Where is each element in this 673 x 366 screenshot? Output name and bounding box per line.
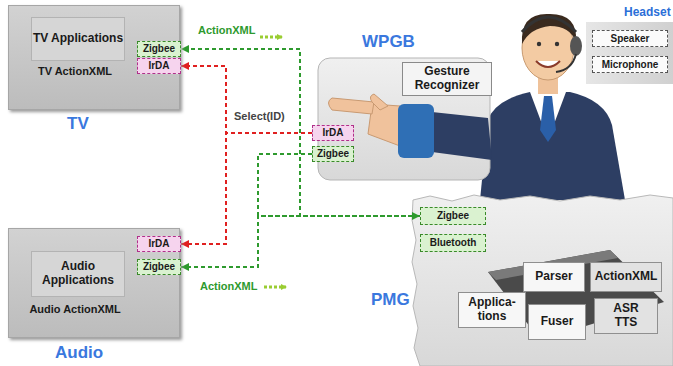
pmg-panel: PMGZigbeeBluetoothParserActionXMLApplica… xyxy=(413,195,673,366)
box-label: ASR xyxy=(613,302,638,316)
box-label: Fuser xyxy=(541,315,574,329)
box-label: TTS xyxy=(615,316,638,330)
box-label: Zigbee xyxy=(143,261,175,273)
irda-port: IrDA xyxy=(137,58,181,74)
zigbee-port: Zigbee xyxy=(312,146,354,162)
process-box: Gesture Recognizer xyxy=(402,62,492,96)
signal-connector xyxy=(181,216,420,267)
panel-heading: PMG xyxy=(371,290,410,310)
box-label: TV ActionXML xyxy=(38,65,112,78)
process-box: ActionXML xyxy=(590,262,662,292)
box-label: Speaker xyxy=(611,33,650,45)
irda-port: IrDA xyxy=(312,125,354,141)
headset-part: Microphone xyxy=(592,56,668,73)
box-label: Zigbee xyxy=(317,148,349,160)
flow-hint-arrow xyxy=(264,286,286,289)
box-label: Microphone xyxy=(602,59,659,71)
box-label: IrDA xyxy=(322,127,343,139)
panel-heading: TV xyxy=(67,114,89,134)
box-label: Gesture Recognizer xyxy=(403,65,491,93)
irda-port: IrDA xyxy=(137,236,181,252)
panel-heading: Headset xyxy=(624,5,671,19)
application-box: TV Applications xyxy=(31,17,125,61)
signal-connector xyxy=(181,66,312,133)
zigbee-port: Zigbee xyxy=(137,259,181,275)
zigbee-port: Zigbee xyxy=(137,41,181,57)
zigbee-port: Zigbee xyxy=(420,207,486,225)
actionxml-label-box: Audio ActionXML xyxy=(23,301,127,318)
headset-part: Speaker xyxy=(592,30,668,47)
application-box: Audio Applications xyxy=(31,251,125,297)
box-label: IrDA xyxy=(148,238,169,250)
wpgb-panel: WPGBGesture RecognizerIrDAZigbee xyxy=(318,58,490,180)
box-label: IrDA xyxy=(148,60,169,72)
device-panel: TVTV ApplicationsTV ActionXMLZigbeeIrDA xyxy=(8,5,180,110)
actionxml-label-box: TV ActionXML xyxy=(23,63,127,80)
box-label: Audio ActionXML xyxy=(29,303,120,316)
panel-heading: WPGB xyxy=(362,32,415,52)
process-box: Fuser xyxy=(528,304,586,340)
edge-label: ActionXML xyxy=(198,280,259,292)
bluetooth-port: Bluetooth xyxy=(420,234,486,252)
process-box: Applica- tions xyxy=(458,292,526,328)
box-label: Bluetooth xyxy=(430,237,477,249)
box-label: ActionXML xyxy=(595,270,658,284)
box-label: Zigbee xyxy=(143,43,175,55)
signal-connector xyxy=(181,49,420,216)
pmg-panel xyxy=(412,195,673,366)
box-label: Parser xyxy=(535,270,572,284)
box-label: Zigbee xyxy=(437,210,469,222)
edge-label: ActionXML xyxy=(196,24,257,36)
panel-heading: Audio xyxy=(55,343,103,363)
process-box: Parser xyxy=(523,262,585,292)
box-label: Audio Applications xyxy=(32,260,124,288)
process-box: ASRTTS xyxy=(594,298,658,334)
flow-hint-arrow xyxy=(260,36,282,39)
box-label: TV Applications xyxy=(33,32,123,46)
edge-label: Select(ID) xyxy=(232,110,287,122)
box-label: Applica- tions xyxy=(459,296,525,324)
signal-connector xyxy=(258,154,420,216)
device-panel: AudioIrDAZigbeeAudio ApplicationsAudio A… xyxy=(8,228,180,338)
signal-connector xyxy=(181,133,312,244)
headset-panel: HeadsetSpeakerMicrophone xyxy=(586,22,673,84)
